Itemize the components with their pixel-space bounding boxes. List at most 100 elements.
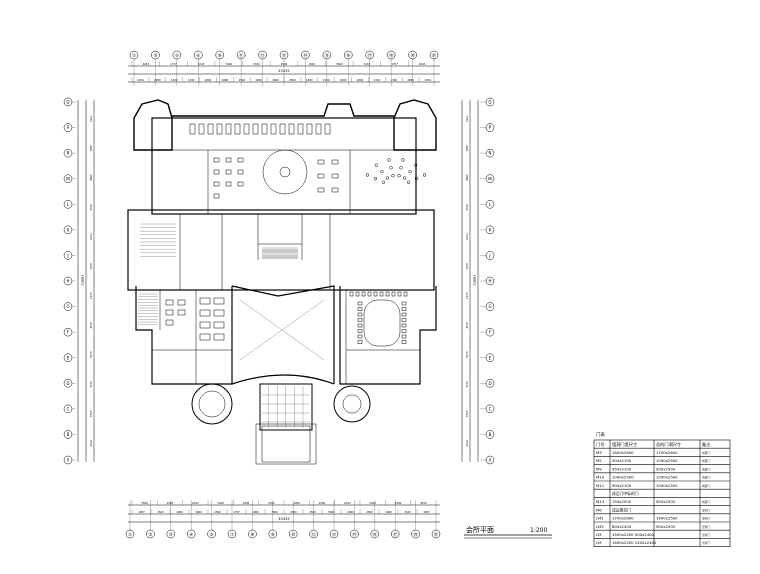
bottom-dim-label: 1500	[217, 501, 224, 505]
right-dim-label: 3000	[465, 381, 469, 388]
desk	[166, 320, 173, 325]
plan-scale: 1:200	[530, 527, 547, 534]
axis-label: ②	[148, 532, 152, 538]
spin-bike	[381, 170, 384, 173]
bottom-dim-label: 2500	[369, 501, 376, 505]
chair	[358, 302, 362, 305]
axis-label: ③	[169, 532, 173, 538]
spin-bikes	[366, 158, 426, 183]
axis-label: ⑨	[218, 53, 222, 59]
axis-label: M	[488, 176, 492, 181]
schedule-header-cell: 门号	[596, 441, 604, 448]
axis-label: ⑪	[239, 52, 244, 59]
schedule-cell: 950x2500	[656, 499, 676, 504]
schedule-cell: 900x2100	[612, 458, 632, 463]
chair	[402, 341, 406, 344]
axis-label: ⑬	[282, 52, 287, 59]
top-dim-label: 3243	[198, 62, 205, 66]
equipment-unit	[208, 124, 213, 134]
left-dim-label: 1200	[89, 292, 93, 299]
equipment-unit	[214, 182, 219, 186]
axis-label: ⑦	[230, 532, 234, 538]
conference-table	[350, 292, 407, 346]
plan-title-block: 会所平面 1:200	[464, 525, 552, 538]
chair	[358, 335, 362, 338]
bottom-dim-label: 1000	[293, 501, 300, 505]
right-dim-label: 1800	[465, 410, 469, 417]
stairs	[138, 224, 298, 325]
bottom-dim-label: 2500	[309, 510, 316, 514]
desk	[166, 300, 173, 305]
bottom-dim-label: 2500	[167, 501, 174, 505]
equipment-unit	[214, 170, 219, 174]
axis-label: D	[488, 381, 491, 386]
desk	[200, 322, 210, 328]
axis-label: ⑫	[260, 52, 265, 59]
axis-label: G	[488, 304, 491, 309]
left-dim-label: 4000	[89, 440, 93, 447]
equipment-unit	[238, 158, 243, 162]
equipment-unit	[226, 182, 231, 186]
schedule-cell: 内部门	[702, 484, 710, 488]
schedule-cell: 1700x2600	[656, 450, 678, 455]
equipment-unit	[226, 124, 231, 134]
axis-label: ⑤	[175, 53, 179, 59]
schedule-cell: 1800x2600	[612, 450, 634, 455]
spin-bike	[392, 174, 395, 177]
equipment-unit	[280, 124, 285, 134]
bottom-dim-label: 3500	[141, 501, 148, 505]
schedule-cell: 1700x2600	[612, 516, 634, 521]
schedule-cell: LM2	[596, 524, 604, 529]
right-dim-label: 6000	[465, 204, 469, 211]
axis-label: ④	[189, 532, 193, 538]
top-dim-label: 1800	[272, 78, 279, 82]
axis-label: C	[67, 406, 70, 411]
right-dim-label: 1880	[465, 145, 469, 152]
right-overall-dim: 33697	[473, 274, 477, 285]
chair	[358, 324, 362, 327]
schedule-cell: 1000x2500	[656, 475, 678, 480]
right-dim-label: 4500	[465, 322, 469, 329]
chair	[402, 313, 406, 316]
chair	[404, 292, 407, 296]
axis-label: ⑤	[210, 532, 214, 538]
top-dim-label: 2500	[281, 62, 288, 66]
schedule-cell: 室外门	[702, 525, 710, 529]
top-dim-label: 1000	[255, 78, 262, 82]
axis-label: ㉑	[432, 52, 437, 59]
chair	[374, 292, 377, 296]
desk	[166, 310, 173, 315]
atrium-void	[240, 300, 324, 360]
equipment-unit	[318, 160, 324, 164]
schedule-cell: M13	[596, 499, 605, 504]
spin-bike	[409, 170, 412, 173]
chair	[402, 330, 406, 333]
bottom-dim-label: 1543	[404, 510, 411, 514]
equipment-unit	[238, 182, 243, 186]
top-dim-label: 1354	[424, 78, 431, 82]
equipment-unit	[226, 158, 231, 162]
axis-label: ⑫	[311, 531, 316, 538]
chair	[380, 292, 383, 296]
spin-bike	[374, 177, 377, 180]
chair	[358, 313, 362, 316]
equipment-unit	[214, 194, 219, 198]
schedule-cell: LM	[596, 540, 601, 545]
schedule-cell: M3	[596, 450, 602, 455]
top-dim-label: 1300	[390, 78, 397, 82]
schedule-cell: 800x2400	[612, 524, 632, 529]
equipment-unit	[226, 170, 231, 174]
spin-bike	[402, 158, 405, 161]
axis-label: ⑯	[346, 52, 351, 59]
schedule-cell: 室外门	[702, 508, 710, 512]
desk	[200, 310, 210, 316]
left-overall-dim: 33697	[81, 274, 85, 285]
bottom-dim-label: 1757	[233, 510, 240, 514]
chair	[358, 330, 362, 333]
schedule-cell: 室外门	[702, 517, 710, 521]
axis-label: Q	[66, 100, 69, 105]
schedule-cell: 内部门	[702, 467, 710, 471]
